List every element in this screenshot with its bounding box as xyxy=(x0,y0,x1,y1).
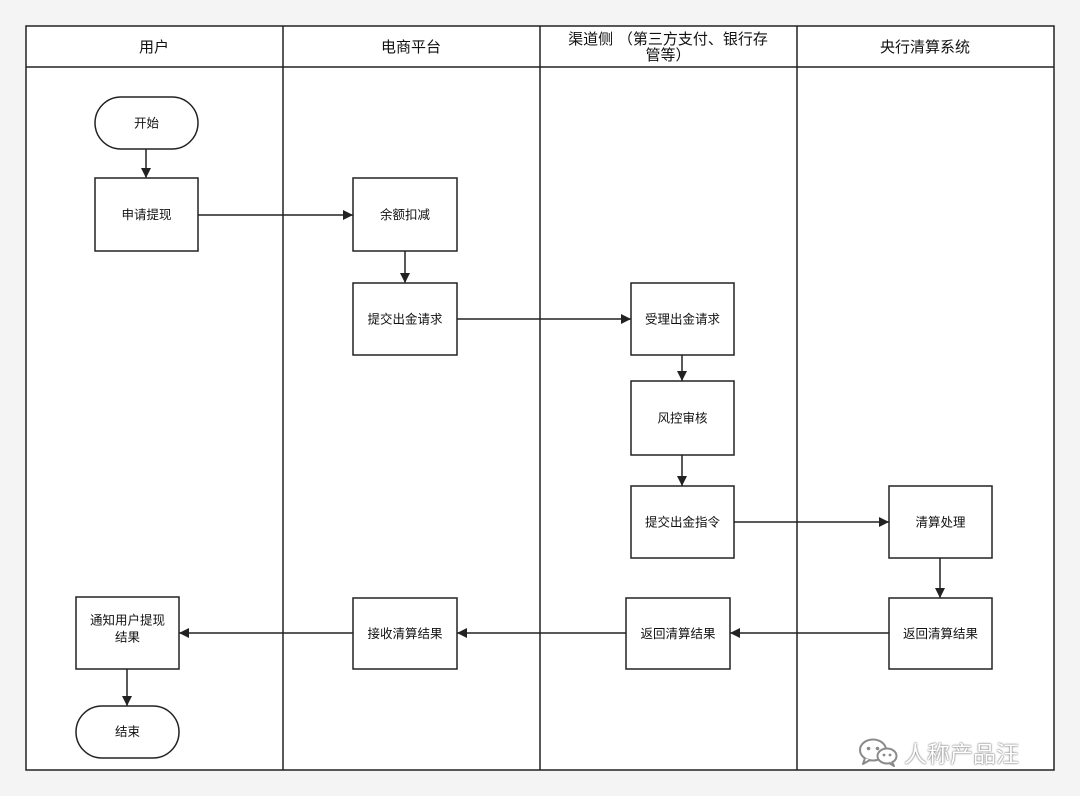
return-clearing-label: 返回清算结果 xyxy=(903,626,979,641)
lane-title-platform: 电商平台 xyxy=(381,38,441,56)
receive-result-box xyxy=(352,597,458,670)
apply-label: 申请提现 xyxy=(121,207,171,222)
submit-order-box xyxy=(630,485,735,559)
start-terminal xyxy=(94,96,199,150)
lane-title-user: 用户 xyxy=(139,38,169,56)
risk-label: 风控审核 xyxy=(657,411,708,426)
clearing-process-box xyxy=(888,485,993,559)
deduct-label: 余额扣减 xyxy=(380,207,431,222)
submit-request-label: 提交出金请求 xyxy=(367,312,443,327)
balance-deduct-box xyxy=(352,177,458,252)
accept-request-box xyxy=(630,282,735,356)
wechat-icon xyxy=(858,737,898,767)
notify-label: 通知用户提现结果 xyxy=(90,613,165,645)
apply-withdraw-box xyxy=(94,177,199,252)
channel-return-box xyxy=(625,597,731,670)
notify-user-box xyxy=(75,596,180,670)
accept-label: 受理出金请求 xyxy=(645,312,721,327)
lane-title-central-bank: 央行清算系统 xyxy=(880,38,970,56)
start-label: 开始 xyxy=(134,116,160,131)
end-label: 结束 xyxy=(115,724,141,739)
risk-review-box xyxy=(630,380,735,456)
watermark: 人称产品汪 xyxy=(858,735,1019,769)
clearing-label: 清算处理 xyxy=(915,515,966,530)
lane-title-channel: 渠道侧 （第三方支付、银行存管等） xyxy=(568,30,768,64)
receive-label: 接收清算结果 xyxy=(367,626,443,641)
submit-request-box xyxy=(352,282,458,356)
submit-order-label: 提交出金指令 xyxy=(645,515,721,530)
watermark-text: 人称产品汪 xyxy=(904,742,1019,768)
channel-return-label: 返回清算结果 xyxy=(640,626,716,641)
return-clearing-box xyxy=(888,597,993,670)
end-terminal xyxy=(75,705,180,759)
